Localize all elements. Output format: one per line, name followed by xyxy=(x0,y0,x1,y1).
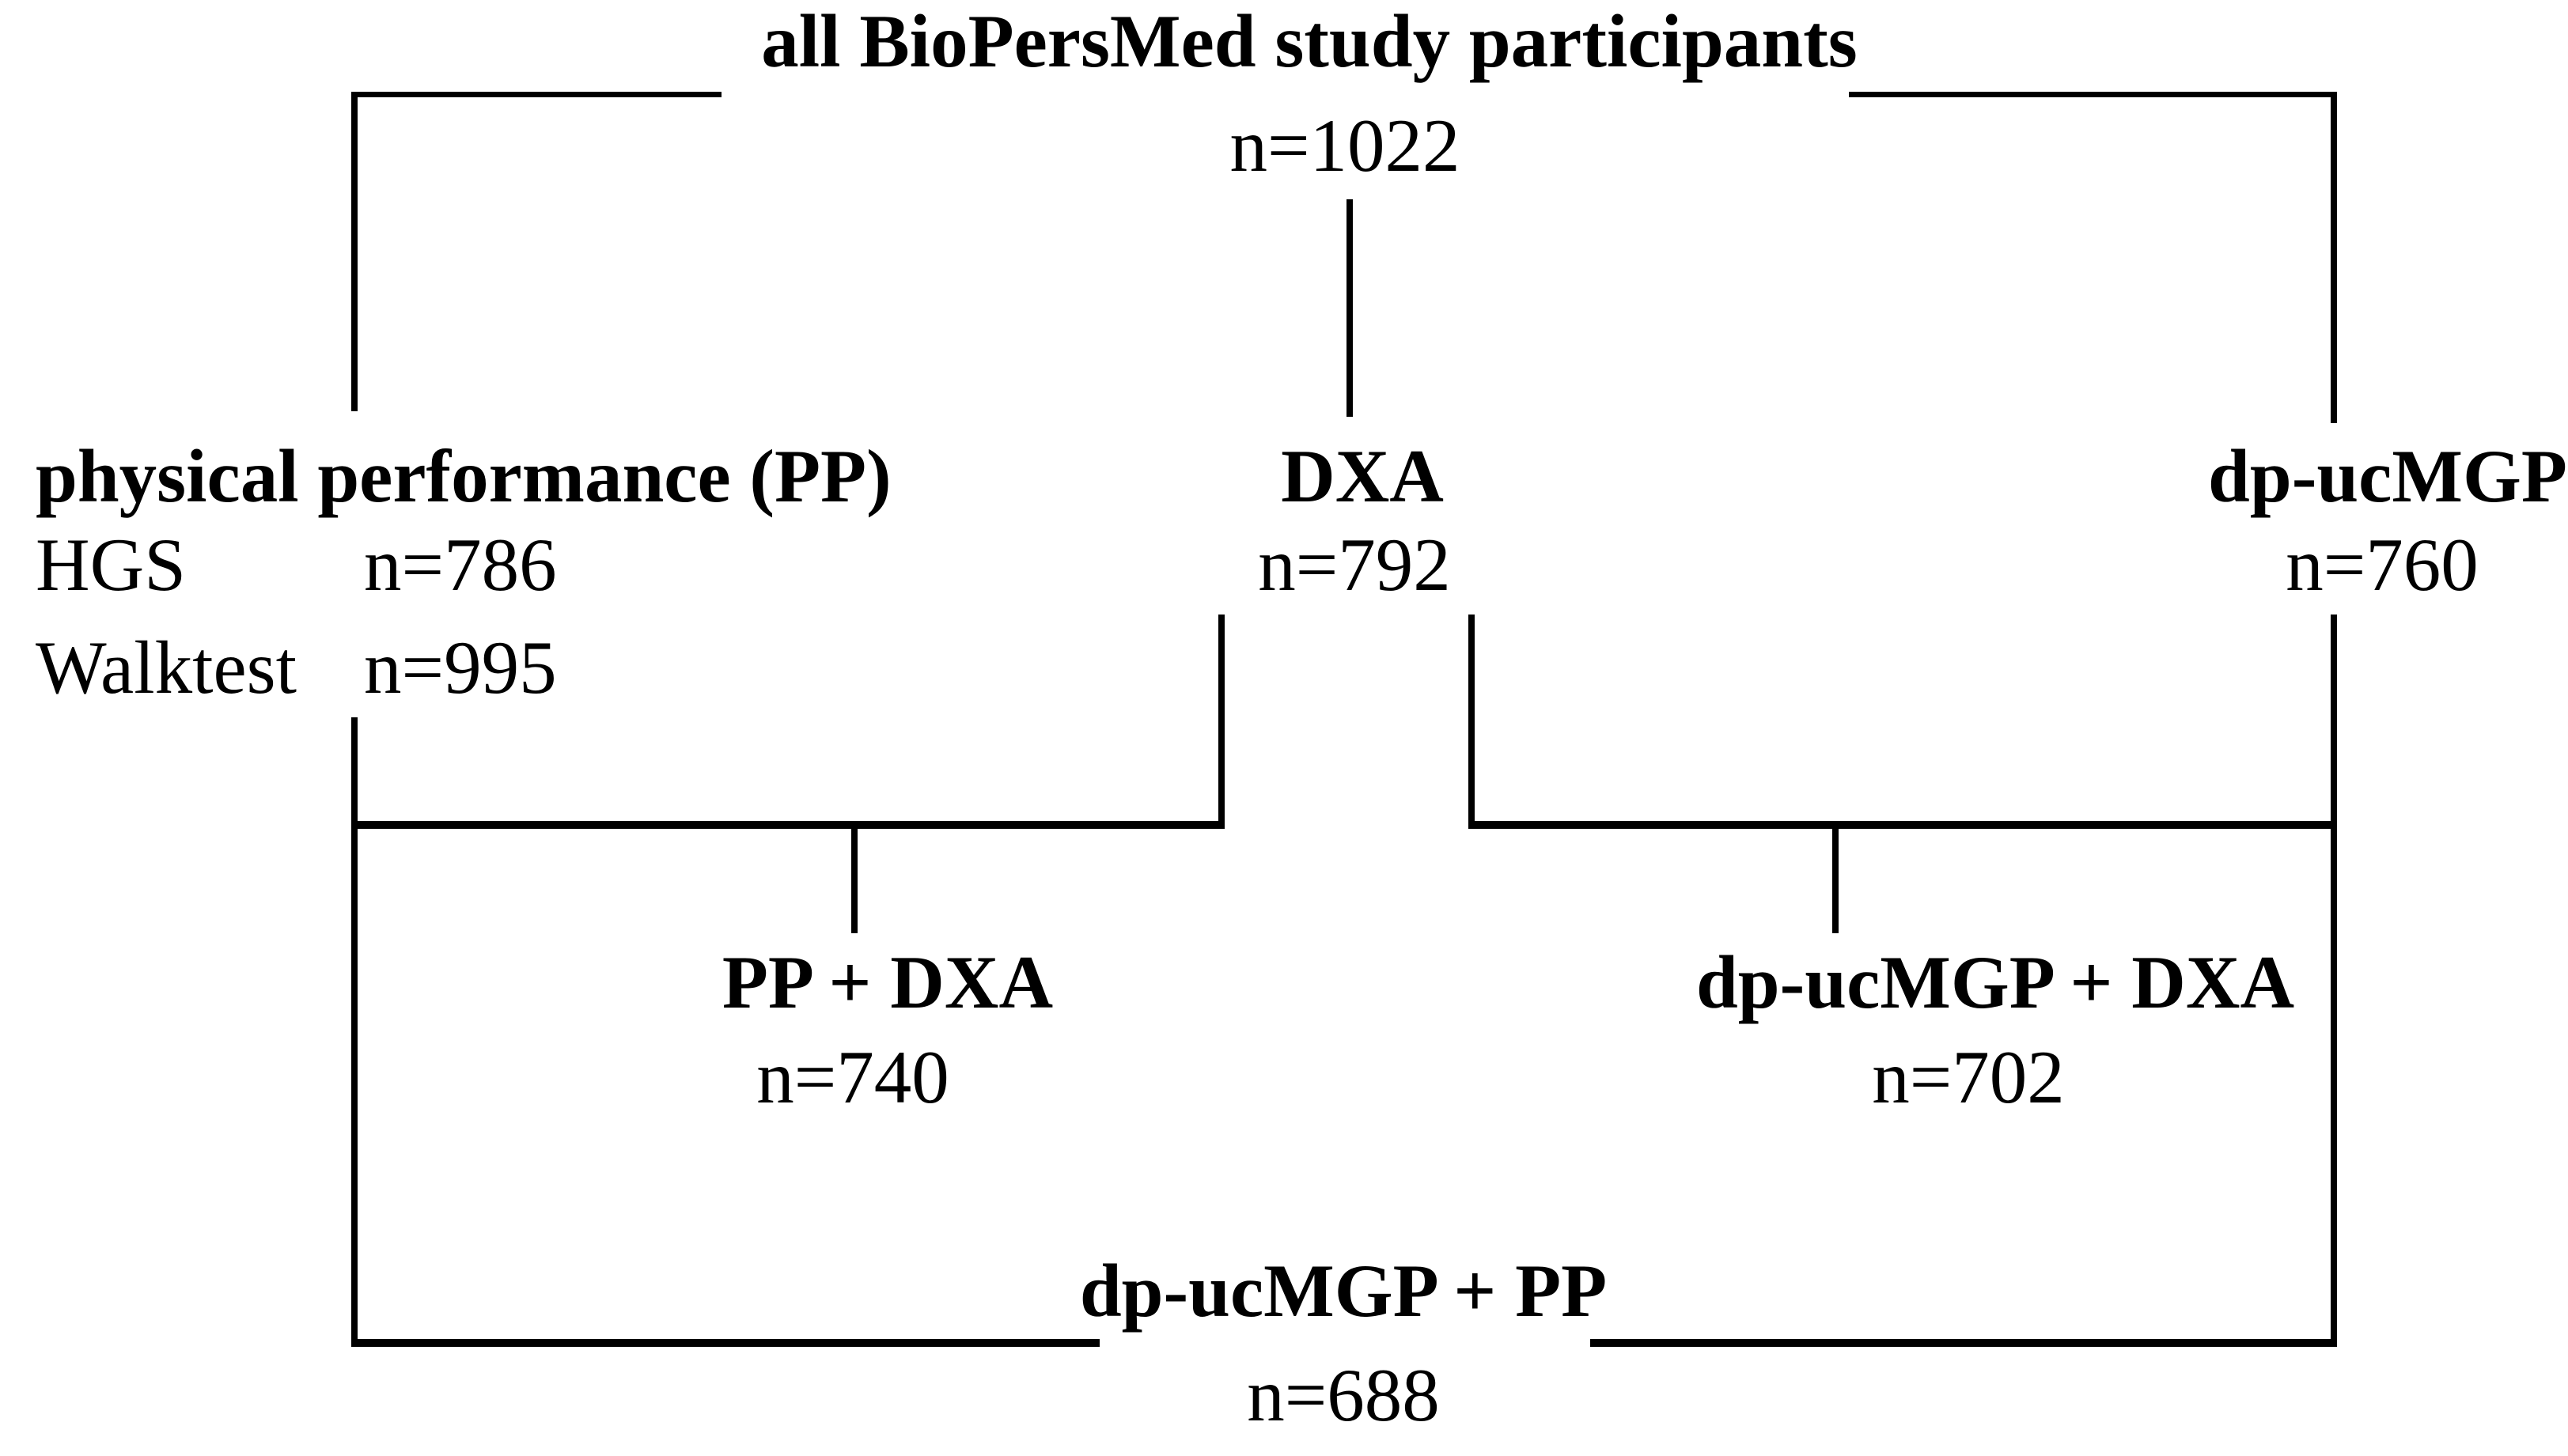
connector-dxa-right-stub xyxy=(1468,615,1475,829)
pp-measurement-name: Walktest xyxy=(36,626,297,709)
connector-left-lower-vertical xyxy=(351,717,358,1347)
connector-mgpdxa-down-stub xyxy=(1832,829,1839,933)
connector-ppdxa-down-stub xyxy=(851,829,858,933)
connector-dxa-left-stub xyxy=(1218,615,1225,829)
pp-measurement-count: n=786 xyxy=(364,523,557,607)
connector-bottom-left-horizontal xyxy=(351,1339,1100,1347)
pp-dxa-overlap-label: PP + DXA xyxy=(722,940,1054,1024)
dpucmgp-pp-overlap-label: dp-ucMGP + PP xyxy=(1079,1249,1608,1333)
pp-branch-label: physical performance (PP) xyxy=(36,434,892,518)
connector-left-upper-vertical xyxy=(351,92,358,411)
pp-measurement-count: n=995 xyxy=(364,626,557,709)
dpucmgp-branch-label: dp-ucMGP xyxy=(2208,434,2567,518)
pp-measurement-name: HGS xyxy=(36,523,187,607)
connector-bottom-right-horizontal xyxy=(1590,1339,2337,1347)
dxa-count: n=792 xyxy=(1258,523,1451,607)
connector-ppdxa-junction-horizontal xyxy=(351,821,1225,829)
dpucmgp-pp-overlap-count: n=688 xyxy=(1247,1353,1440,1437)
root-title: all BioPersMed study participants xyxy=(761,0,1858,83)
connector-right-lower-vertical xyxy=(2331,615,2337,1347)
connector-mgpdxa-junction-horizontal xyxy=(1468,821,2337,829)
dpucmgp-dxa-overlap-label: dp-ucMGP + DXA xyxy=(1695,940,2295,1024)
dpucmgp-dxa-overlap-count: n=702 xyxy=(1872,1035,2065,1119)
connector-right-upper-vertical xyxy=(2331,92,2337,423)
connector-center-vertical xyxy=(1346,199,1353,417)
dpucmgp-count: n=760 xyxy=(2286,523,2479,607)
pp-dxa-overlap-count: n=740 xyxy=(756,1035,949,1119)
connector-top-right-horizontal xyxy=(1849,92,2337,97)
dxa-branch-label: DXA xyxy=(1281,434,1444,518)
connector-top-left-horizontal xyxy=(351,92,722,97)
root-count: n=1022 xyxy=(1229,104,1460,187)
